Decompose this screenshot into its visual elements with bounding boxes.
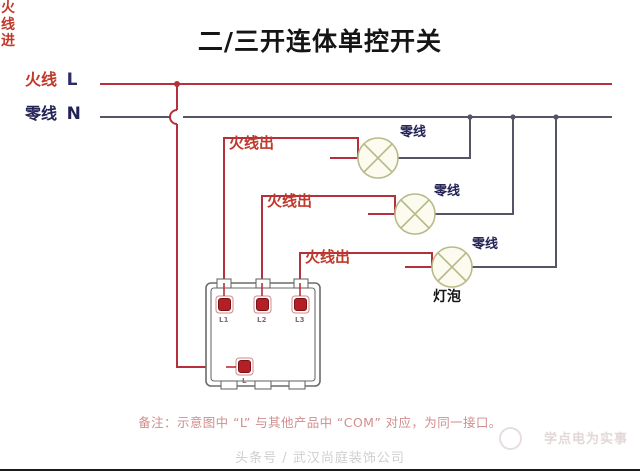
live-out-wire-3 bbox=[299, 252, 433, 283]
terminal-label-L1: L1 bbox=[219, 316, 229, 324]
live-out-label-3: 火线出 bbox=[305, 248, 351, 266]
live-terminal-text: L bbox=[66, 70, 78, 90]
terminal-L2[interactable] bbox=[253, 295, 272, 314]
live-in-char-2: 线 bbox=[1, 16, 15, 33]
live-in-char-1: 火 bbox=[1, 0, 15, 16]
terminal-L3[interactable] bbox=[291, 295, 310, 314]
neutral-wire-label: 零线 N bbox=[25, 104, 81, 124]
live-wire-label: 火线 L bbox=[25, 70, 78, 90]
neutral-branch-2 bbox=[435, 114, 516, 215]
lamp-3 bbox=[431, 246, 473, 288]
lamp-feed-lines bbox=[330, 157, 432, 268]
terminal-label-L2: L2 bbox=[257, 316, 267, 324]
neutral-label-3: 零线 bbox=[472, 237, 499, 252]
neutral-wire-text: 零线 bbox=[25, 104, 58, 123]
terminal-label-L3: L3 bbox=[295, 316, 305, 324]
watermark-logo-icon bbox=[499, 427, 522, 450]
live-wire-text: 火线 bbox=[25, 70, 58, 89]
neutral-terminal-text: N bbox=[66, 104, 81, 124]
page-title: 二/三开连体单控开关 bbox=[197, 27, 443, 56]
neutral-branch-1 bbox=[398, 114, 473, 159]
neutral-label-2: 零线 bbox=[434, 184, 461, 199]
lamp-1 bbox=[357, 137, 399, 179]
live-out-label-2: 火线出 bbox=[267, 192, 313, 210]
live-out-wire-2 bbox=[261, 195, 396, 283]
footnote-text: 备注：示意图中 “L” 与其他产品中 “COM” 对应，为同一接口。 bbox=[138, 415, 502, 430]
terminal-L-common[interactable] bbox=[235, 357, 254, 376]
terminal-label-L-common: L bbox=[242, 377, 247, 385]
live-out-label-1: 火线出 bbox=[229, 134, 275, 152]
watermark-bottom-text: 头条号 / 武汉尚庭装饰公司 bbox=[235, 451, 405, 466]
neutral-branch-3 bbox=[472, 114, 559, 268]
neutral-label-1: 零线 bbox=[400, 125, 427, 140]
live-in-char-3: 进 bbox=[1, 33, 15, 50]
watermark-brand-text: 学点电为实事 bbox=[543, 432, 628, 447]
bulb-label: 灯泡 bbox=[433, 289, 461, 305]
terminal-L1[interactable] bbox=[215, 295, 234, 314]
lamp-2 bbox=[394, 193, 436, 235]
live-in-label: 火 线 进 bbox=[0, 0, 16, 50]
terminal-stubs bbox=[223, 283, 301, 368]
